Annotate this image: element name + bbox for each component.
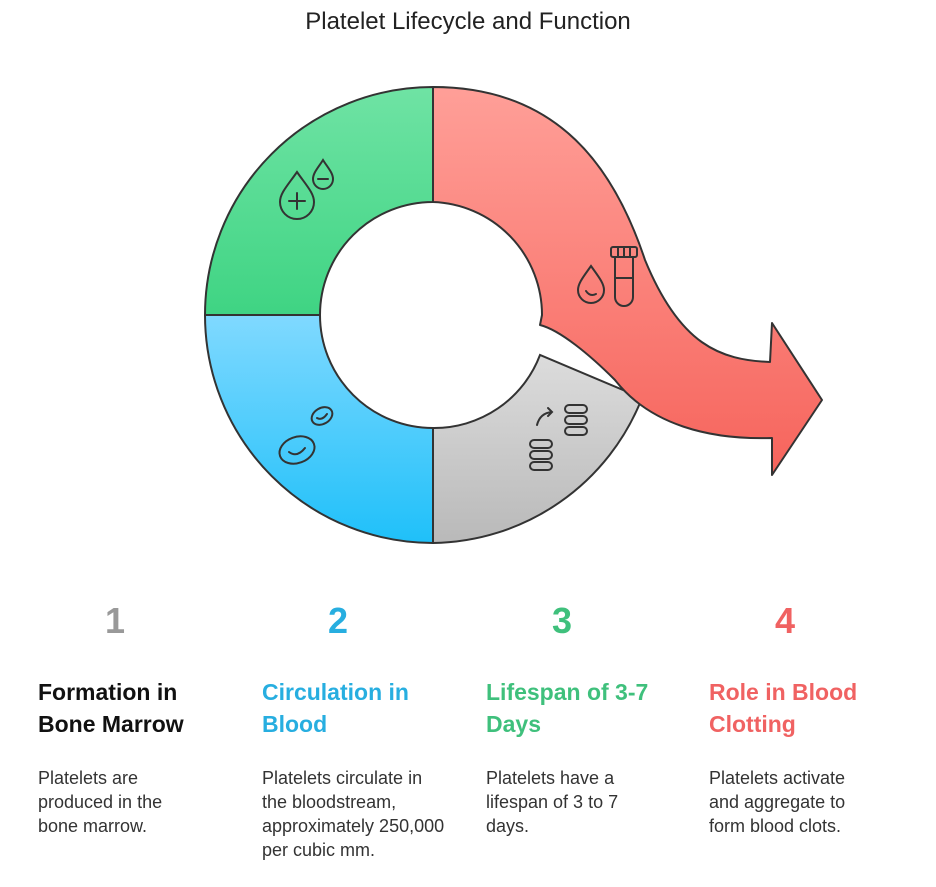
step-3: Lifespan of 3-7 Days Platelets have a li… xyxy=(486,676,686,838)
step-1-number: 1 xyxy=(104,600,126,641)
segment-blue xyxy=(203,314,434,545)
step-4: Role in Blood Clotting Platelets activat… xyxy=(709,676,909,838)
blood-drop-test-tube-icon xyxy=(576,246,638,307)
server-swap-icon xyxy=(529,404,588,471)
step-3-description: Platelets have a lifespan of 3 to 7 days… xyxy=(486,768,619,836)
step-4-number: 4 xyxy=(774,600,796,641)
step-4-description: Platelets activate and aggregate to form… xyxy=(709,768,846,836)
page-title: Platelet Lifecycle and Function xyxy=(305,8,631,35)
step-3-number: 3 xyxy=(551,600,573,641)
step-1-heading: Formation in Bone Marrow xyxy=(38,679,184,737)
step-2-description: Platelets circulate in the bloodstream, … xyxy=(262,768,445,860)
step-2-number: 2 xyxy=(327,600,349,641)
segment-green xyxy=(203,85,434,316)
blood-drop-plus-minus-icon xyxy=(278,158,335,220)
segment-red-arrow xyxy=(432,86,823,476)
step-4-heading: Role in Blood Clotting xyxy=(709,679,858,737)
step-1-description: Platelets are produced in the bone marro… xyxy=(38,768,163,836)
blood-cells-icon xyxy=(278,406,334,465)
lifecycle-ring-diagram xyxy=(203,85,823,545)
step-1: Formation in Bone Marrow Platelets are p… xyxy=(38,676,238,838)
step-2: Circulation in Blood Platelets circulate… xyxy=(262,676,462,862)
step-2-heading: Circulation in Blood xyxy=(262,679,409,737)
step-3-heading: Lifespan of 3-7 Days xyxy=(486,679,649,737)
